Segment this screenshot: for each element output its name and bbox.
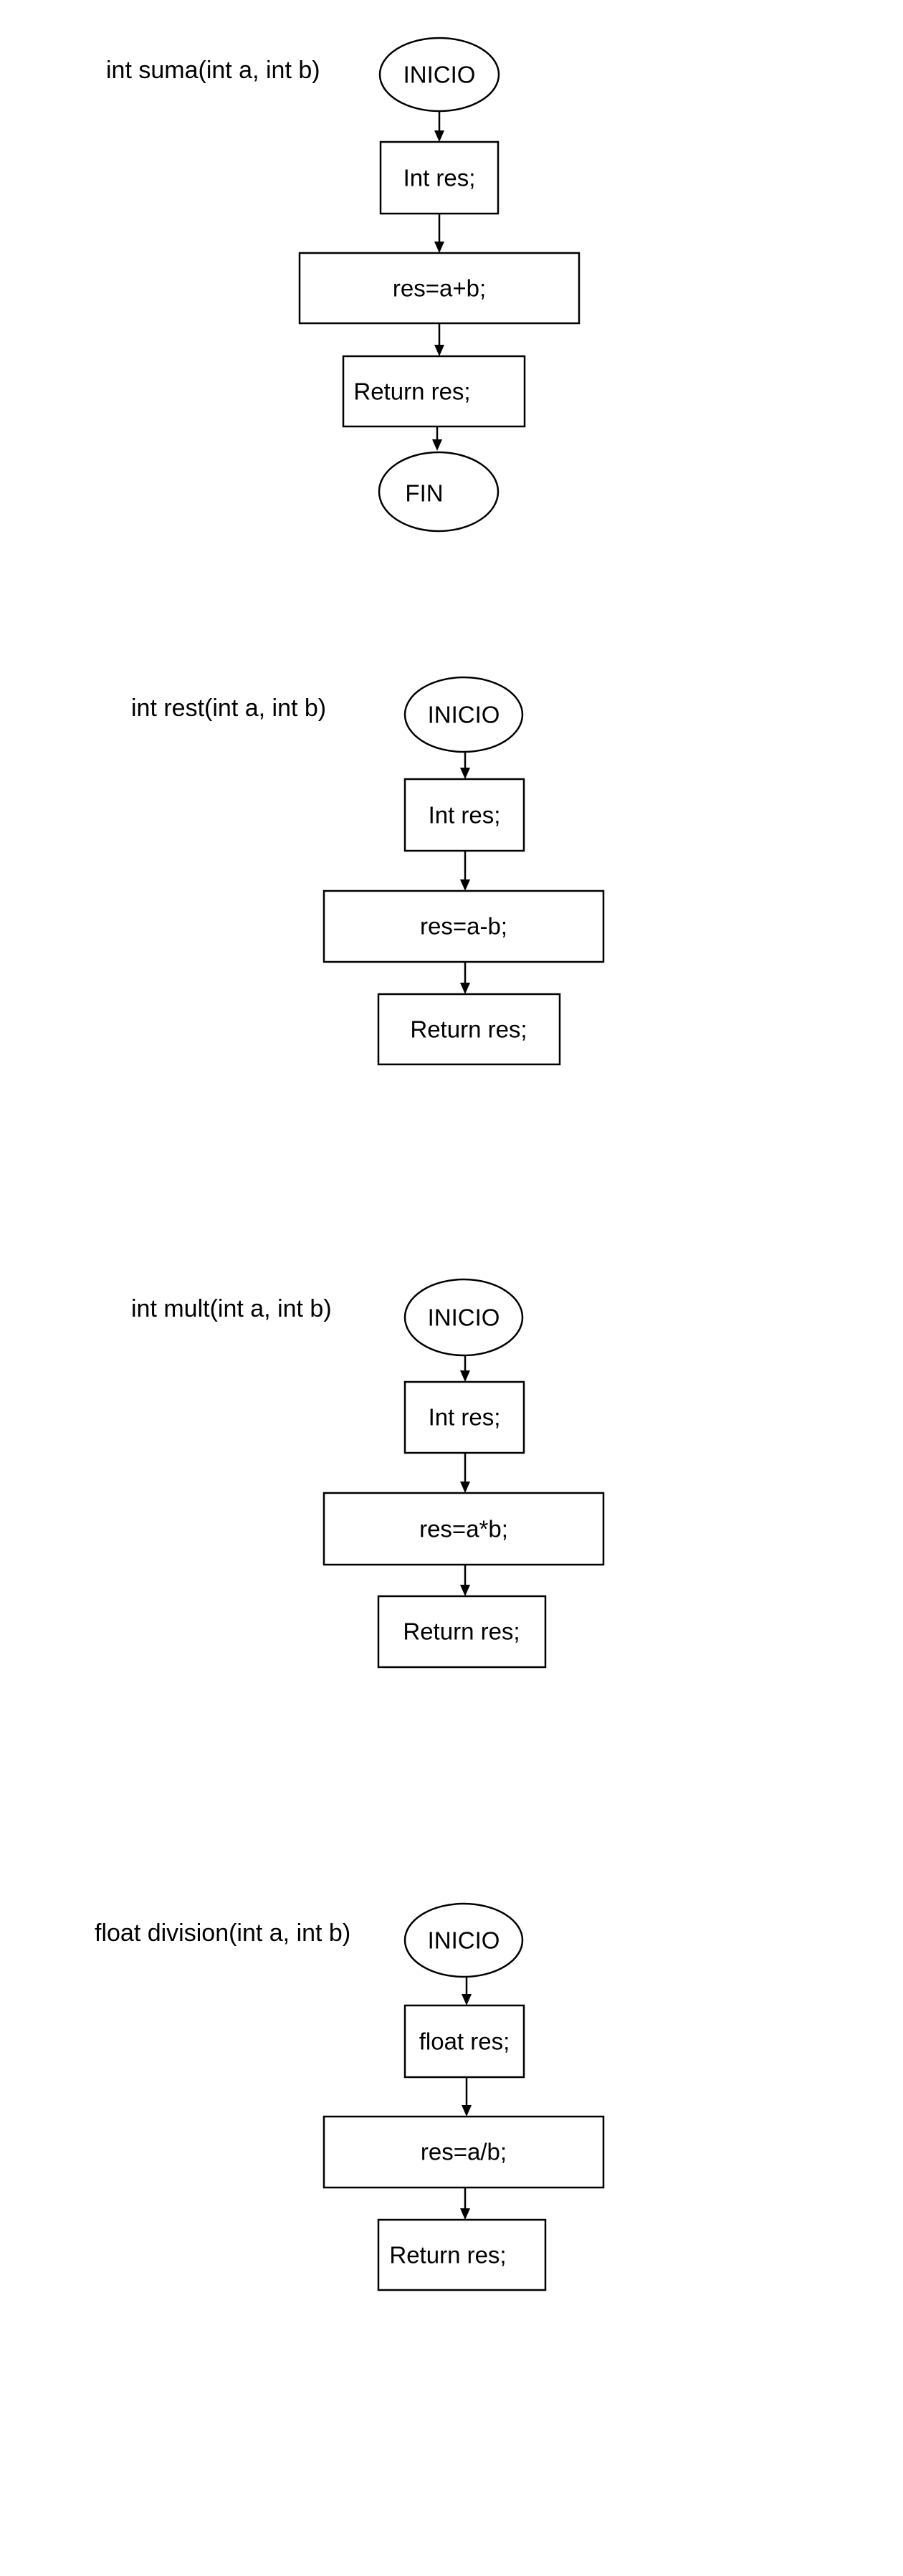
- process-compute-label: res=a*b;: [419, 1516, 508, 1542]
- process-declare-res: [403, 1380, 525, 1454]
- flow-arrowhead: [460, 1370, 470, 1382]
- start-terminal-label: INICIO: [428, 702, 500, 728]
- process-compute: [322, 889, 605, 963]
- process-declare-res-label: Int res;: [429, 802, 501, 829]
- process-declare-res: [379, 140, 500, 215]
- start-terminal: [403, 1902, 524, 1978]
- start-terminal-label: INICIO: [403, 62, 476, 88]
- end-terminal: [378, 451, 500, 533]
- process-compute: [322, 1492, 605, 1566]
- process-return: [342, 355, 526, 428]
- flowchart-division: float division(int a, int b) INICIO floa…: [95, 1902, 605, 2291]
- start-terminal-label: INICIO: [428, 1927, 500, 1954]
- flow-arrowhead: [434, 130, 444, 142]
- process-compute: [322, 2115, 605, 2189]
- flowchart-rest: int rest(int a, int b) INICIO Int res; r…: [131, 676, 605, 1066]
- process-return: [377, 993, 561, 1066]
- function-signature-mult: int mult(int a, int b): [131, 1295, 332, 1322]
- flow-arrowhead: [460, 1482, 470, 1493]
- flow-arrowhead: [460, 2208, 470, 2220]
- process-declare-res-label: Int res;: [429, 1404, 501, 1431]
- process-return-label: Return res;: [403, 1618, 520, 1645]
- start-terminal-label: INICIO: [428, 1304, 500, 1331]
- process-return: [377, 1595, 547, 1669]
- flowchart-suma: int suma(int a, int b) INICIO Int res; r…: [106, 37, 580, 533]
- function-signature-suma: int suma(int a, int b): [106, 57, 320, 84]
- flow-arrowhead: [432, 439, 442, 451]
- process-compute-label: res=a-b;: [420, 913, 507, 940]
- flow-arrowhead: [460, 768, 470, 779]
- process-return-label: Return res;: [353, 378, 470, 405]
- start-terminal: [403, 1278, 524, 1357]
- flow-arrowhead: [460, 983, 470, 994]
- flow-arrowhead: [460, 1585, 470, 1596]
- flow-arrowhead: [434, 242, 444, 253]
- flow-arrowhead: [462, 2105, 472, 2117]
- process-return-label: Return res;: [410, 1016, 527, 1043]
- process-declare-res-label: float res;: [419, 2028, 510, 2055]
- flow-arrowhead: [460, 879, 470, 891]
- function-signature-rest: int rest(int a, int b): [131, 695, 326, 722]
- function-signature-division: float division(int a, int b): [95, 1919, 350, 1947]
- process-declare-res: [403, 2004, 525, 2079]
- process-declare-res-label: Int res;: [403, 165, 476, 191]
- flow-arrowhead: [434, 345, 444, 356]
- flowchart-mult: int mult(int a, int b) INICIO Int res; r…: [131, 1278, 605, 1669]
- process-compute-label: res=a+b;: [393, 275, 486, 302]
- start-terminal: [403, 676, 524, 753]
- process-return: [377, 2218, 547, 2291]
- process-declare-res: [403, 778, 525, 852]
- flow-arrowhead: [462, 1994, 472, 2005]
- end-terminal-label: FIN: [405, 480, 443, 507]
- process-compute-label: res=a/b;: [421, 2139, 507, 2165]
- process-return-label: Return res;: [389, 2242, 506, 2269]
